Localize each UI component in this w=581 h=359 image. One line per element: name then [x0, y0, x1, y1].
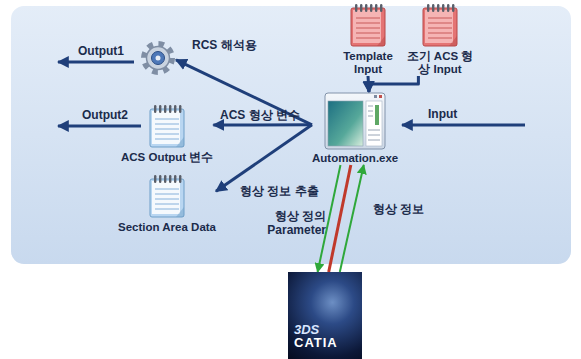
node-label: 조기 ACS 형상 Input — [404, 50, 476, 76]
input-file-node: 조기 ACS 형상 Input — [404, 2, 476, 76]
edge-label: ACS 형상 변수 — [220, 108, 300, 122]
flow-arrow — [369, 76, 418, 92]
data-flow-arrow — [340, 165, 364, 272]
node-label: Section Area Data — [118, 221, 216, 234]
output2-arrow — [58, 125, 141, 128]
arrow-label: Input — [428, 107, 457, 121]
notepad-icon — [145, 173, 189, 219]
flow-arrow — [213, 123, 312, 126]
node-label: 3DS — [294, 323, 319, 336]
node-label: Template Input — [332, 50, 404, 76]
node-label: CATIA — [294, 336, 338, 349]
notepad-icon — [346, 2, 390, 48]
input-arrow — [402, 124, 525, 127]
link-line — [329, 165, 351, 272]
cad-software-node: 3DSCATIA — [288, 272, 362, 359]
panel-ground — [10, 5, 572, 265]
flow-arrow — [176, 60, 312, 125]
output-file-node: ACS Output 변수 — [121, 103, 213, 164]
application-window-icon — [324, 92, 386, 150]
input-file-node: Template Input — [332, 2, 404, 76]
flow-arrow — [216, 125, 312, 191]
edge-label: 형상 정보 추출 — [240, 184, 319, 198]
notepad-icon — [145, 103, 189, 149]
gear-icon — [140, 40, 176, 76]
edge-label: 형상 정보 — [373, 202, 424, 216]
edge-label: RCS 해석용 — [192, 38, 257, 52]
node-label: Automation.exe — [312, 152, 398, 165]
node-label: ACS Output 변수 — [121, 151, 213, 164]
arrow-label: Output1 — [78, 44, 124, 58]
program-node: Automation.exe — [312, 92, 398, 165]
output-file-node: Section Area Data — [118, 173, 216, 234]
notepad-icon — [418, 2, 462, 48]
arrow-label: Output2 — [82, 108, 128, 122]
output1-arrow — [58, 61, 134, 64]
edge-label: 형상 정의 Parameter — [258, 209, 326, 237]
analysis-node — [140, 40, 176, 76]
